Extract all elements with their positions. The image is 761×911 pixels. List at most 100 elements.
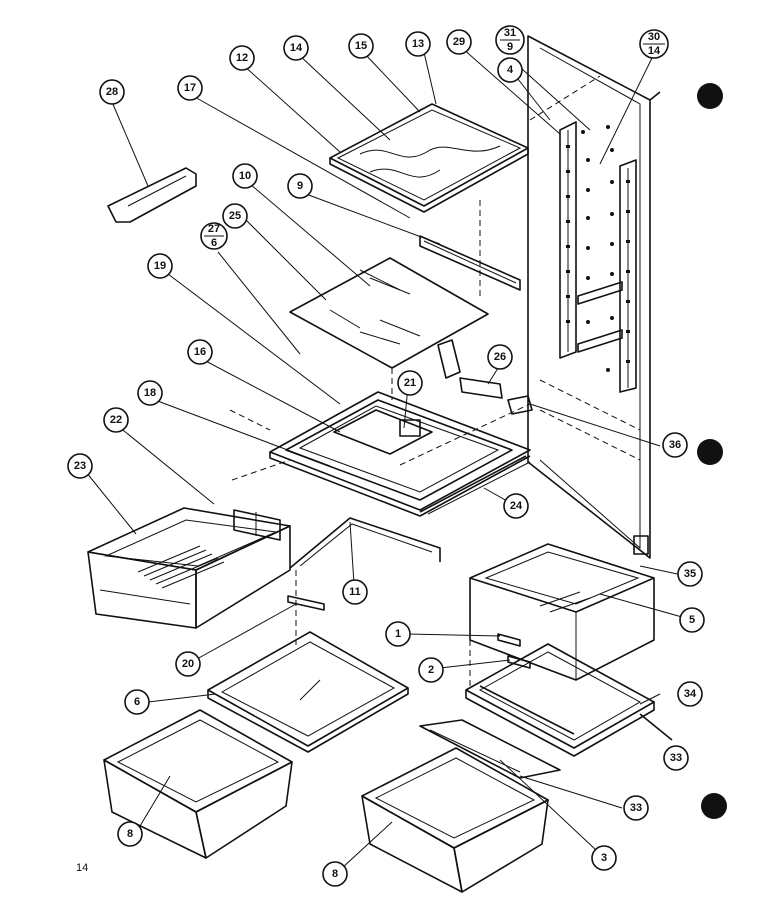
right-crisper-cover xyxy=(465,643,655,757)
svg-text:5: 5 xyxy=(689,614,695,626)
callout-21: 21 xyxy=(397,370,423,396)
callout-34: 34 xyxy=(677,681,703,707)
left-crisper-cover xyxy=(207,631,409,753)
svg-text:19: 19 xyxy=(154,260,166,272)
callout-3: 3 xyxy=(591,845,617,871)
callout-19: 19 xyxy=(147,253,173,279)
callout-36: 36 xyxy=(662,432,688,458)
callout-group: 1 2 3 4 5 6 8 8 9 10 11 12 13 14 15 16 1… xyxy=(67,29,705,887)
ladder-brackets xyxy=(577,281,623,353)
callout-33-right: 33 xyxy=(663,745,689,771)
svg-text:33: 33 xyxy=(670,752,682,764)
svg-text:8: 8 xyxy=(332,868,338,880)
callout-18: 18 xyxy=(137,380,163,406)
drawer-divider xyxy=(289,517,441,569)
callout-16: 16 xyxy=(187,339,213,365)
shelf-support-brackets xyxy=(437,339,533,415)
callout-22: 22 xyxy=(103,407,129,433)
svg-text:26: 26 xyxy=(494,351,506,363)
fraction-callout-27-6: 27 6 xyxy=(200,222,228,250)
svg-text:9: 9 xyxy=(297,180,303,192)
svg-text:33: 33 xyxy=(630,802,642,814)
svg-text:12: 12 xyxy=(236,52,248,64)
svg-text:28: 28 xyxy=(106,86,118,98)
svg-text:31: 31 xyxy=(504,27,516,39)
svg-text:11: 11 xyxy=(349,586,361,598)
svg-text:36: 36 xyxy=(669,439,681,451)
svg-text:4: 4 xyxy=(507,64,514,76)
page-number: 14 xyxy=(76,862,89,874)
shelf-ladder-left xyxy=(559,121,577,359)
svg-text:16: 16 xyxy=(194,346,206,358)
callout-11: 11 xyxy=(342,579,368,605)
callout-29: 29 xyxy=(446,29,472,55)
svg-text:27: 27 xyxy=(208,223,220,235)
svg-text:14: 14 xyxy=(290,42,303,54)
svg-text:6: 6 xyxy=(211,237,217,249)
drawer-guide xyxy=(287,595,325,611)
callout-14: 14 xyxy=(283,35,309,61)
callout-35: 35 xyxy=(677,561,703,587)
svg-text:24: 24 xyxy=(510,500,523,512)
svg-text:23: 23 xyxy=(74,460,86,472)
svg-text:21: 21 xyxy=(404,377,416,389)
callout-23: 23 xyxy=(67,453,93,479)
crisper-rails xyxy=(419,713,673,779)
callout-26: 26 xyxy=(487,344,513,370)
svg-text:15: 15 xyxy=(355,40,367,52)
svg-text:17: 17 xyxy=(184,82,196,94)
callout-2: 2 xyxy=(418,657,444,683)
callout-8-right: 8 xyxy=(322,861,348,887)
svg-text:20: 20 xyxy=(182,658,194,670)
callout-28: 28 xyxy=(99,79,125,105)
svg-text:1: 1 xyxy=(395,628,401,640)
slide-rail xyxy=(419,455,531,515)
svg-text:6: 6 xyxy=(134,696,140,708)
registration-marks xyxy=(697,83,727,819)
callout-1: 1 xyxy=(385,621,411,647)
callout-12: 12 xyxy=(229,45,255,71)
callout-8-left: 8 xyxy=(117,821,143,847)
crisper-cover-frame xyxy=(269,391,531,517)
callout-13: 13 xyxy=(405,31,431,57)
callout-9: 9 xyxy=(287,173,313,199)
callout-15: 15 xyxy=(348,33,374,59)
callout-4: 4 xyxy=(497,57,523,83)
svg-text:13: 13 xyxy=(412,38,424,50)
callout-24: 24 xyxy=(503,493,529,519)
callout-6: 6 xyxy=(124,689,150,715)
svg-text:14: 14 xyxy=(648,45,661,57)
callout-25: 25 xyxy=(222,203,248,229)
glass-shelf xyxy=(289,257,489,400)
svg-text:2: 2 xyxy=(428,664,434,676)
svg-text:18: 18 xyxy=(144,387,156,399)
fraction-callout-31-9: 31 9 xyxy=(495,25,525,55)
callout-17: 17 xyxy=(177,75,203,101)
right-crisper-drawer xyxy=(361,747,549,893)
svg-text:3: 3 xyxy=(601,852,607,864)
fraction-callout-30-14: 30 14 xyxy=(639,29,669,59)
callout-20: 20 xyxy=(175,651,201,677)
left-crisper-drawer xyxy=(103,709,293,859)
callout-10: 10 xyxy=(232,163,258,189)
svg-text:29: 29 xyxy=(453,36,465,48)
cabinet-liner xyxy=(527,35,661,559)
right-upper-box xyxy=(469,543,655,681)
svg-text:34: 34 xyxy=(684,688,697,700)
svg-text:25: 25 xyxy=(229,210,241,222)
door-bin xyxy=(107,167,197,223)
callout-5: 5 xyxy=(679,607,705,633)
shelf-ladder-right xyxy=(619,159,637,393)
svg-text:30: 30 xyxy=(648,31,660,43)
svg-text:10: 10 xyxy=(239,170,251,182)
svg-text:9: 9 xyxy=(507,41,513,53)
top-shelf-assembly xyxy=(329,103,529,213)
svg-text:35: 35 xyxy=(684,568,696,580)
shelf-rail xyxy=(419,235,521,291)
callout-33-center: 33 xyxy=(623,795,649,821)
svg-text:22: 22 xyxy=(110,414,122,426)
deli-drawer xyxy=(87,507,291,629)
liner-screws xyxy=(581,125,614,372)
